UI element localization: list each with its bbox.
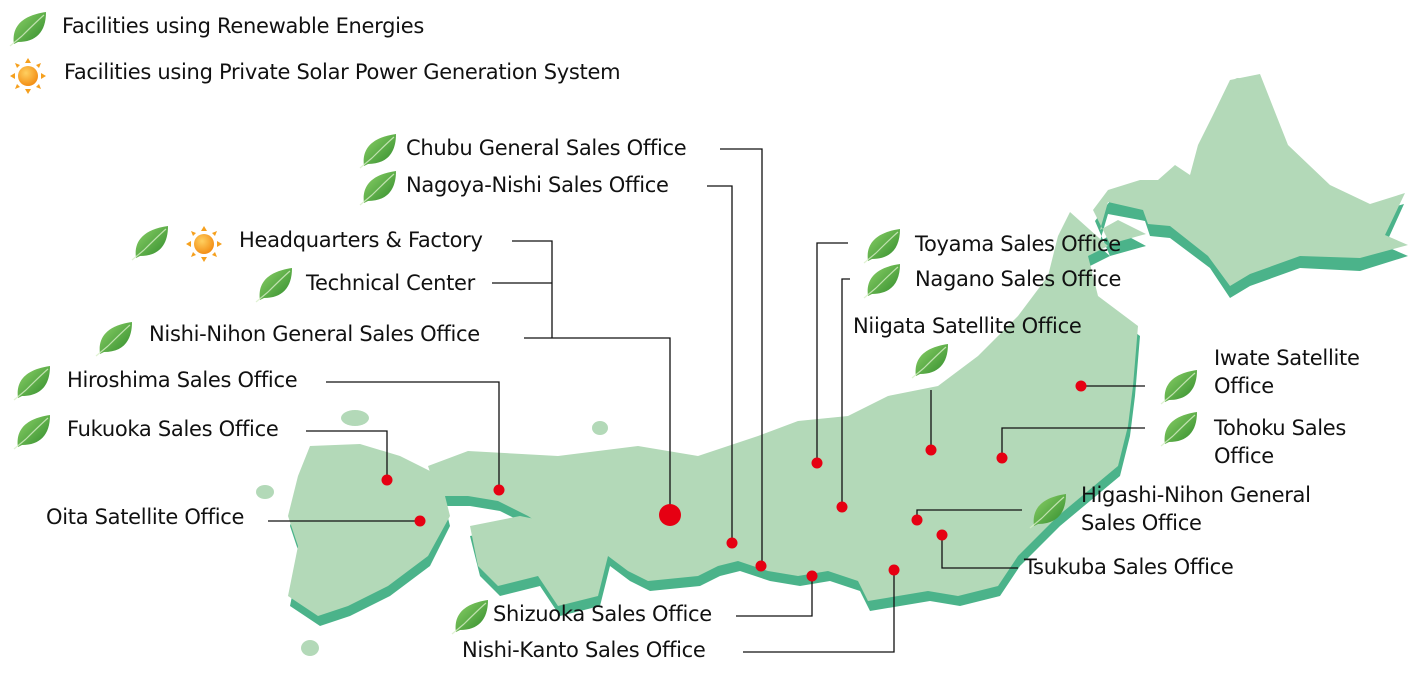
connector-tohoku [1001, 427, 1145, 458]
office-label-higashi-nihon-line2: Sales Office [1081, 511, 1202, 535]
connector-nagoya-nishi [707, 185, 733, 543]
connector-headquarters [512, 240, 553, 338]
leaf-icon [860, 260, 904, 300]
connector-toyama [816, 242, 848, 463]
marker-hiroshima[interactable] [493, 484, 505, 496]
leaf-icon [448, 596, 492, 636]
office-label-nishi-nihon[interactable]: Nishi-Nihon General Sales Office [149, 322, 480, 346]
marker-nishi-kanto[interactable] [888, 564, 900, 576]
office-label-tsukuba[interactable]: Tsukuba Sales Office [1024, 555, 1234, 579]
office-markers [381, 380, 1087, 582]
leaf-icon [10, 411, 54, 451]
connector-chubu [720, 148, 763, 566]
leaf-icon [252, 264, 296, 304]
marker-nagano[interactable] [836, 501, 848, 513]
office-label-technical-center[interactable]: Technical Center [306, 271, 475, 295]
office-label-iwate-line1: Iwate Satellite [1214, 346, 1360, 370]
leaf-icon [860, 225, 904, 265]
leaf-icon [1026, 490, 1070, 530]
marker-tsukuba[interactable] [936, 529, 948, 541]
office-label-shizuoka[interactable]: Shizuoka Sales Office [493, 602, 712, 626]
office-label-chubu[interactable]: Chubu General Sales Office [406, 136, 687, 160]
legend-solar-label: Facilities using Private Solar Power Gen… [64, 60, 621, 84]
hokkaido-land [1093, 74, 1408, 286]
marker-headquarters[interactable] [659, 504, 681, 526]
marker-fukuoka[interactable] [381, 474, 393, 486]
leaf-icon [1157, 366, 1201, 406]
marker-chubu[interactable] [755, 560, 767, 572]
marker-higashi-nihon[interactable] [911, 514, 923, 526]
office-label-fukuoka[interactable]: Fukuoka Sales Office [67, 417, 279, 441]
marker-iwate[interactable] [1075, 380, 1087, 392]
office-label-iwate[interactable]: Iwate Satellite Office [1214, 344, 1360, 400]
office-label-nishi-kanto[interactable]: Nishi-Kanto Sales Office [462, 638, 706, 662]
office-label-iwate-line2: Office [1214, 374, 1274, 398]
marker-shizuoka[interactable] [806, 570, 818, 582]
marker-toyama[interactable] [811, 457, 823, 469]
connector-hiroshima [326, 381, 500, 490]
office-label-higashi-nihon[interactable]: Higashi-Nihon General Sales Office [1081, 481, 1311, 537]
office-label-tohoku-line2: Office [1214, 444, 1274, 468]
marker-niigata[interactable] [925, 444, 937, 456]
office-label-hiroshima[interactable]: Hiroshima Sales Office [67, 368, 298, 392]
office-label-headquarters[interactable]: Headquarters & Factory [239, 228, 483, 252]
leaf-icon [1157, 408, 1201, 448]
legend-renewable-label: Facilities using Renewable Energies [62, 14, 424, 38]
office-label-toyama[interactable]: Toyama Sales Office [915, 232, 1121, 256]
leaf-icon [10, 362, 54, 402]
sun-icon [8, 56, 48, 96]
connector-lines [268, 148, 1145, 653]
honshu-land [428, 212, 1138, 601]
office-label-higashi-nihon-line1: Higashi-Nihon General [1081, 483, 1311, 507]
office-label-tohoku-line1: Tohoku Sales [1214, 416, 1347, 440]
leaf-icon [92, 318, 136, 358]
sun-icon [184, 224, 224, 264]
shikoku-land [470, 516, 608, 606]
leaf-icon [6, 8, 50, 48]
marker-oita[interactable] [414, 515, 426, 527]
kyushu-land [288, 444, 450, 616]
leaf-icon [356, 130, 400, 170]
office-label-nagoya-nishi[interactable]: Nagoya-Nishi Sales Office [406, 173, 669, 197]
office-label-nagano[interactable]: Nagano Sales Office [915, 267, 1122, 291]
marker-tohoku[interactable] [996, 452, 1008, 464]
connector-tsukuba [941, 535, 1018, 569]
office-label-tohoku[interactable]: Tohoku Sales Office [1214, 414, 1346, 470]
connector-nishi-kanto [743, 570, 895, 653]
connector-nishi-nihon [524, 337, 671, 514]
connector-fukuoka [306, 430, 388, 480]
leaf-icon [908, 340, 952, 380]
leaf-icon [356, 167, 400, 207]
marker-nagoya-nishi[interactable] [726, 537, 738, 549]
office-label-oita[interactable]: Oita Satellite Office [46, 505, 245, 529]
office-label-niigata[interactable]: Niigata Satellite Office [853, 314, 1082, 338]
leaf-icon [128, 222, 172, 262]
connector-nagano [841, 278, 850, 507]
connector-shizuoka [736, 577, 813, 617]
